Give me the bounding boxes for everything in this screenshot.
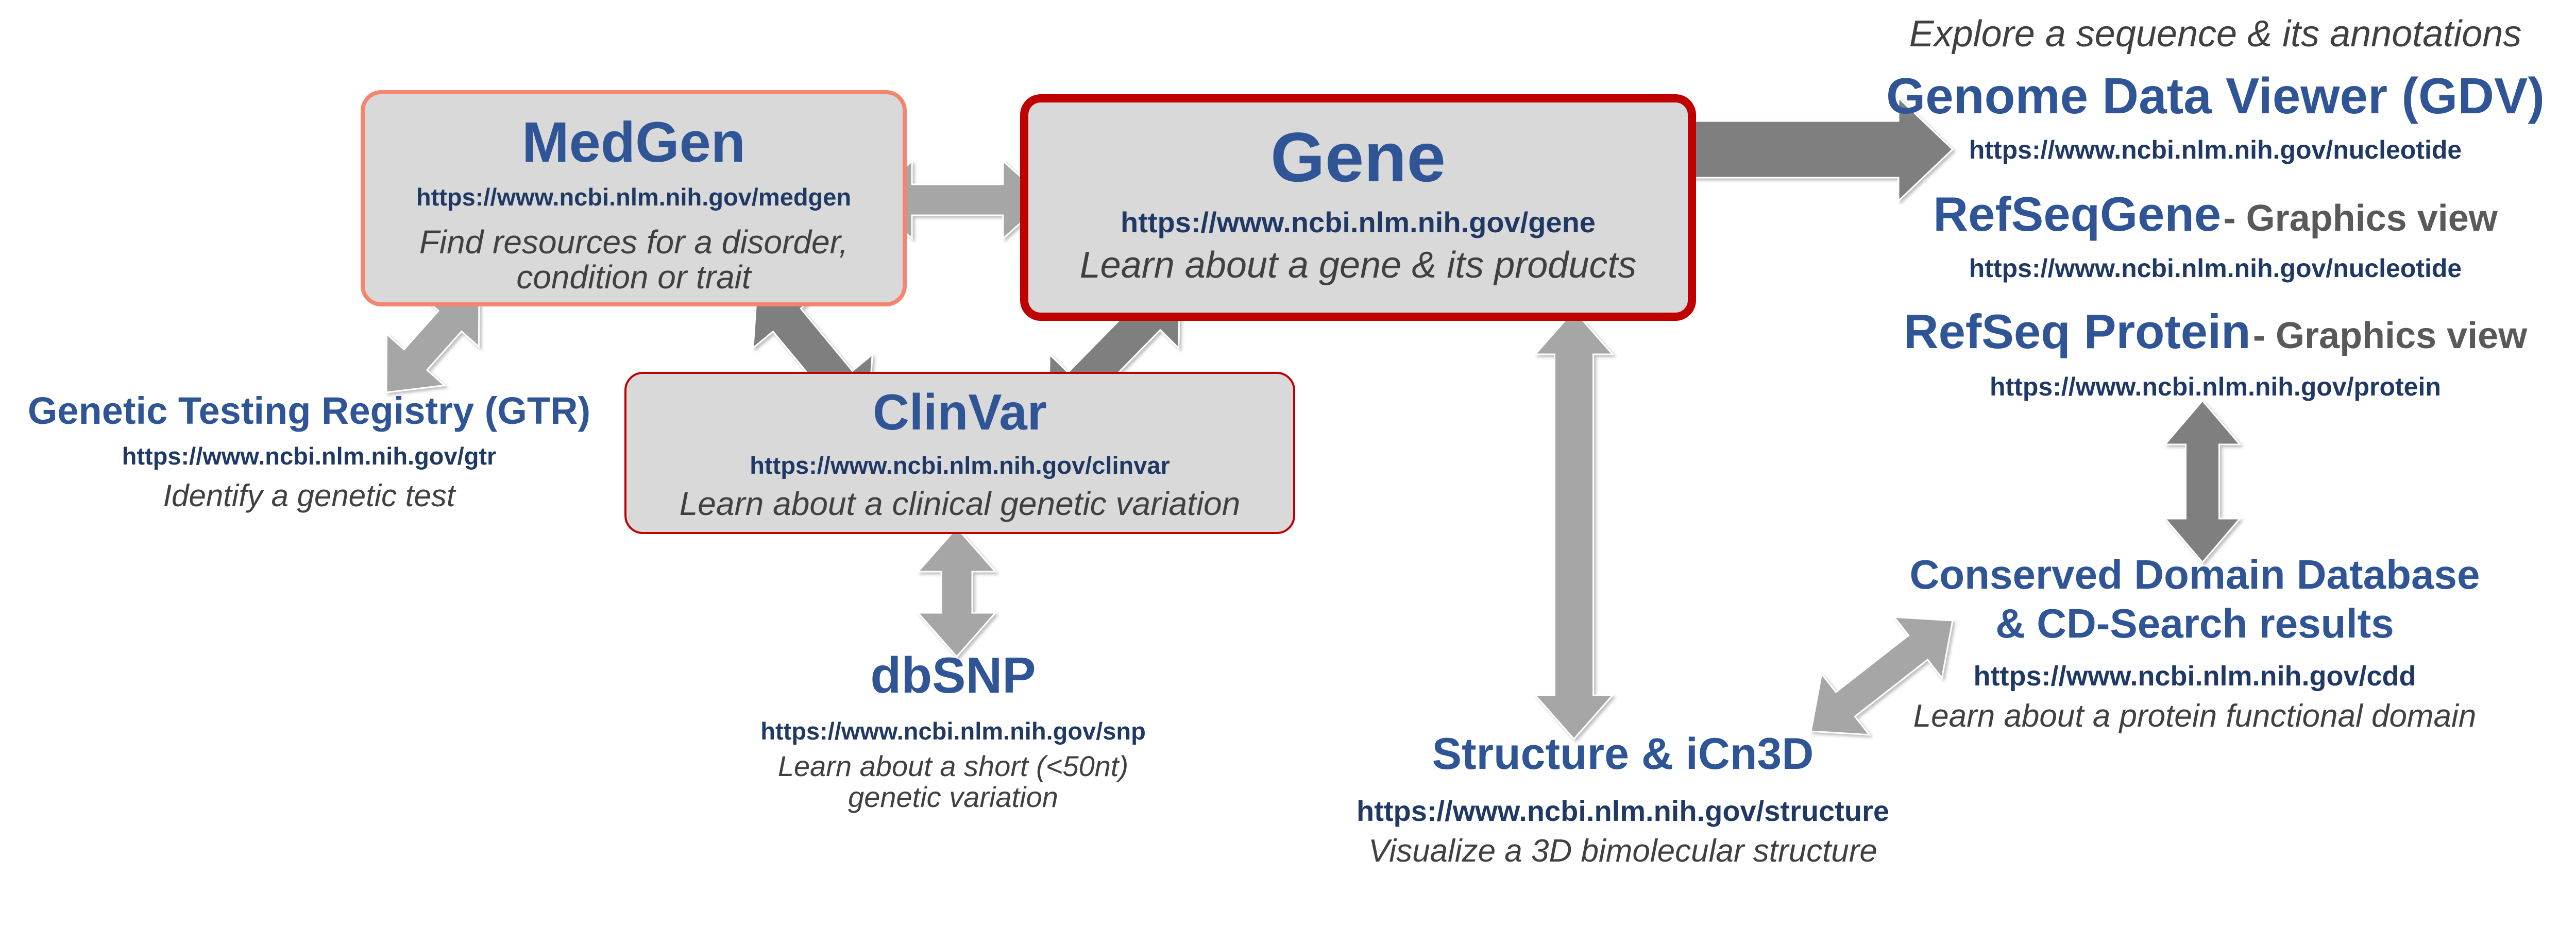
refseqgene-url[interactable]: https://www.ncbi.nlm.nih.gov/nucleotide: [1969, 254, 2462, 283]
medgen-url[interactable]: https://www.ncbi.nlm.nih.gov/medgen: [416, 183, 852, 211]
dbsnp-title[interactable]: dbSNP: [870, 647, 1036, 703]
clinvar-url[interactable]: https://www.ncbi.nlm.nih.gov/clinvar: [750, 452, 1170, 479]
gdv-title[interactable]: Genome Data Viewer (GDV): [1886, 67, 2545, 124]
arrow-protein-cdd: [2163, 399, 2242, 564]
clinvar-desc: Learn about a clinical genetic variation: [679, 485, 1241, 522]
arrow-cdd-structure: [1810, 616, 1954, 736]
cdd-url[interactable]: https://www.ncbi.nlm.nih.gov/cdd: [1973, 661, 2416, 692]
refseqgene-heading[interactable]: RefSeqGene - Graphics view: [1855, 186, 2576, 242]
refseq-protein-heading[interactable]: RefSeq Protein - Graphics view: [1855, 304, 2576, 359]
medgen-desc-line1: Find resources for a disorder,: [419, 224, 849, 261]
dbsnp-url[interactable]: https://www.ncbi.nlm.nih.gov/snp: [760, 717, 1146, 745]
gene-box[interactable]: Gene https://www.ncbi.nlm.nih.gov/gene L…: [1020, 94, 1696, 321]
refseqgene-suffix: - Graphics view: [2223, 198, 2498, 239]
gtr-url[interactable]: https://www.ncbi.nlm.nih.gov/gtr: [122, 442, 497, 470]
structure-url[interactable]: https://www.ncbi.nlm.nih.gov/structure: [1357, 795, 1889, 827]
structure-title[interactable]: Structure & iCn3D: [1432, 729, 1814, 779]
dbsnp-desc-line1: Learn about a short (<50nt): [777, 750, 1129, 782]
refseq-protein-url[interactable]: https://www.ncbi.nlm.nih.gov/protein: [1990, 372, 2441, 401]
arrow-gene-structure: [1533, 309, 1615, 741]
cdd-title-line2[interactable]: & CD-Search results: [1995, 600, 2394, 646]
dbsnp-desc-line2: genetic variation: [848, 781, 1058, 813]
gene-title: Gene: [1270, 118, 1446, 196]
medgen-title: MedGen: [522, 111, 745, 174]
refseq-protein-suffix: - Graphics view: [2253, 315, 2528, 356]
gdv-url[interactable]: https://www.ncbi.nlm.nih.gov/nucleotide: [1969, 135, 2462, 164]
clinvar-title: ClinVar: [873, 384, 1047, 440]
gene-url[interactable]: https://www.ncbi.nlm.nih.gov/gene: [1121, 206, 1596, 238]
arrow-clinvar-dbsnp: [916, 526, 997, 658]
cdd-title-line1[interactable]: Conserved Domain Database: [1909, 552, 2480, 597]
gtr-title[interactable]: Genetic Testing Registry (GTR): [27, 389, 591, 432]
medgen-desc-line2: condition or trait: [516, 259, 751, 296]
gtr-desc: Identify a genetic test: [163, 478, 455, 513]
clinvar-box[interactable]: ClinVar https://www.ncbi.nlm.nih.gov/cli…: [624, 372, 1295, 534]
right-panel-heading: Explore a sequence & its annotations: [1909, 13, 2522, 55]
cdd-desc: Learn about a protein functional domain: [1913, 698, 2477, 734]
refseqgene-title: RefSeqGene: [1933, 187, 2222, 241]
medgen-box[interactable]: MedGen https://www.ncbi.nlm.nih.gov/medg…: [361, 90, 907, 306]
refseq-protein-title: RefSeq Protein: [1903, 304, 2251, 358]
structure-desc: Visualize a 3D bimolecular structure: [1368, 833, 1877, 869]
gene-desc: Learn about a gene & its products: [1079, 245, 1637, 286]
